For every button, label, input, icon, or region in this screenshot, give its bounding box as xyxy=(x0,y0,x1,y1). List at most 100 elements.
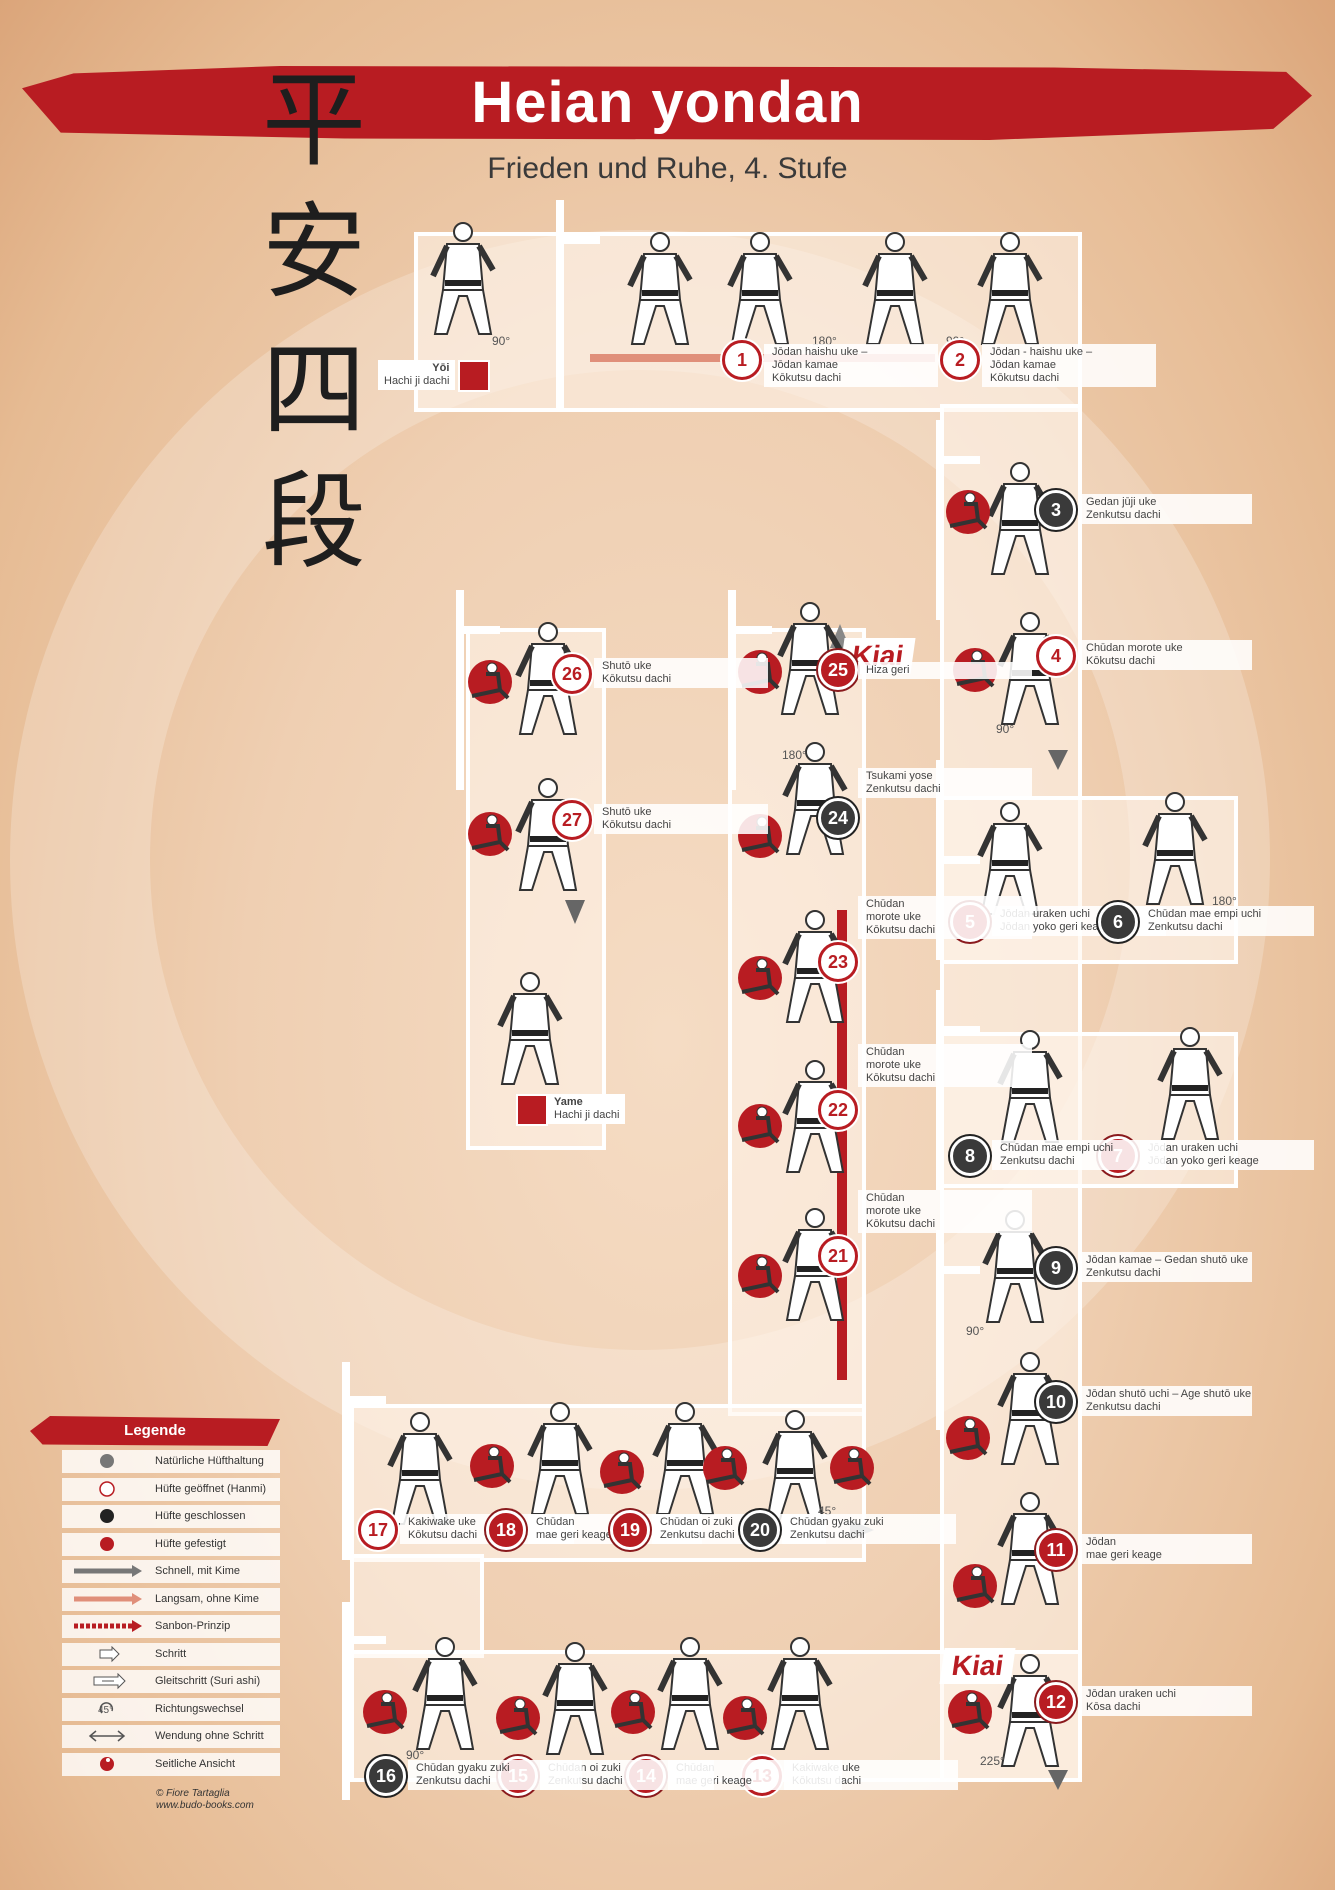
step-label-line: Chūdan xyxy=(866,1046,905,1058)
legend-title: Legende xyxy=(30,1416,280,1446)
end-label: Yame Hachi ji dachi xyxy=(548,1094,626,1124)
legend-item-step: Schritt xyxy=(62,1642,280,1666)
step-label-line: Kōkutsu dachi xyxy=(866,1218,936,1230)
natural-hip-icon xyxy=(100,1454,114,1468)
angle-note: 90° xyxy=(996,722,1015,736)
step-label-line: Kakiwake uke xyxy=(408,1516,476,1528)
step-label-line: Chūdan xyxy=(536,1516,575,1528)
panel-center-column xyxy=(728,628,866,1416)
step-badge-20: 20 xyxy=(740,1510,780,1550)
step-label-line: Chūdan gyaku zuki xyxy=(790,1516,884,1528)
legend-item-hip-open: Hüfte geöffnet (Hanmi) xyxy=(62,1477,280,1501)
legend-item-label: Gleitschritt (Suri ashi) xyxy=(155,1675,261,1687)
legend-item-label: Seitliche Ansicht xyxy=(155,1757,236,1770)
title-banner xyxy=(22,66,1312,140)
step-label-line: Chūdan mae empi uchi xyxy=(1148,908,1262,920)
step-label-25: Hiza geri xyxy=(858,662,1032,679)
angle-note: 90° xyxy=(966,1324,985,1338)
page-subtitle: Frieden und Ruhe, 4. Stufe xyxy=(487,152,848,185)
step-label-line: Jōdan yoko geri keage xyxy=(1148,1155,1259,1167)
step-badge-22: 22 xyxy=(818,1090,858,1130)
sliding-step-icon xyxy=(93,1673,126,1690)
panel-steps-26-27 xyxy=(466,628,606,1150)
legend-item-label: Hüfte gefestigt xyxy=(155,1537,226,1550)
kanji-hei: 平 xyxy=(262,59,367,181)
step-label-line: Chūdan xyxy=(866,1192,905,1204)
step-label-line: Gedan jūji uke xyxy=(1086,496,1157,508)
step-label-line: Zenkutsu dachi xyxy=(866,783,941,795)
step-label-line: Kōkutsu dachi xyxy=(602,819,672,831)
step-label-line: Zenkutsu dachi xyxy=(1086,1401,1161,1413)
step-badge-26: 26 xyxy=(552,654,592,694)
step-label-line: Kōkutsu dachi xyxy=(866,924,936,936)
turn-without-step-icon xyxy=(88,1730,126,1742)
step-label-line: Jōdan shutō uchi – Age shutō uke xyxy=(1086,1388,1252,1400)
step-label-line: Chūdan xyxy=(866,898,905,910)
end-stance: Hachi ji dachi xyxy=(554,1109,620,1121)
step-label-line: Jōdan kamae – Gedan shutō uke xyxy=(1086,1254,1249,1266)
step-label-line: Jōdan uraken uchi xyxy=(1148,1142,1238,1154)
page-title: Heian yondan xyxy=(471,70,864,135)
hip-closed-icon xyxy=(100,1509,114,1523)
legend-item-label: Natürliche Hüfthaltung xyxy=(155,1455,264,1467)
step-label-line: Tsukami yose xyxy=(866,770,933,782)
legend-item-hip-closed: Hüfte geschlossen xyxy=(62,1505,280,1528)
side-view-icon xyxy=(100,1756,114,1771)
step-badge-9: 9 xyxy=(1036,1248,1076,1288)
step-badge-24: 24 xyxy=(818,798,858,838)
step-label-line: morote uke xyxy=(866,1205,922,1217)
hip-fixed-icon xyxy=(100,1536,114,1551)
kanji-dan: 段 xyxy=(262,461,367,583)
legend-item-label: Wendung ohne Schritt xyxy=(155,1730,264,1742)
step-label-line: Jōdan kamae xyxy=(990,359,1057,371)
step-badge-4: 4 xyxy=(1036,636,1076,676)
step-label-line: Jōdan kamae xyxy=(772,359,839,371)
step-label-line: Jōdan - haishu uke – xyxy=(990,346,1093,358)
angle-note: 90° xyxy=(492,334,511,348)
legend-item-side-view: Seitliche Ansicht xyxy=(62,1752,280,1776)
angle-note: 225° xyxy=(980,1754,1005,1768)
legend-item-direction-change: Richtungswechsel xyxy=(62,1697,280,1721)
legend-item-sliding-step: Gleitschritt (Suri ashi) xyxy=(62,1670,280,1693)
copyright-author: © Fiore Tartaglia xyxy=(156,1788,230,1799)
step-label-line: Chūdan gyaku zuki xyxy=(416,1762,510,1774)
kanji-yon: 四 xyxy=(262,329,367,451)
step-label-line: Shutō uke xyxy=(602,806,652,818)
legend-item-label: Sanbon-Prinzip xyxy=(155,1620,231,1632)
step-label-line: Hiza geri xyxy=(866,664,910,676)
legend-item-hip-fixed: Hüfte gefestigt xyxy=(62,1532,280,1556)
step-label-line: Kōkutsu dachi xyxy=(1086,655,1156,667)
hip-open-icon xyxy=(99,1480,115,1497)
fast-with-kime-icon xyxy=(74,1565,142,1577)
legend-angle-example: 45° xyxy=(98,1705,114,1716)
step-label-line: Zenkutsu dachi xyxy=(1086,509,1161,521)
step-badge-2: 2 xyxy=(940,340,980,380)
step-label-line: Zenkutsu dachi xyxy=(1148,921,1223,933)
start-stance: Hachi ji dachi xyxy=(384,375,450,387)
step-label-line: Kōkutsu dachi xyxy=(772,372,842,384)
copyright: © Fiore Tartaglia www.budo-books.com xyxy=(156,1788,254,1812)
step-badge-1: 1 xyxy=(722,340,762,380)
legend-item-natural-hip: Natürliche Hüfthaltung xyxy=(62,1450,280,1473)
legend-item-label: Langsam, ohne Kime xyxy=(155,1592,259,1605)
step-badge-27: 27 xyxy=(552,800,592,840)
step-label-line: Chūdan mae empi uchi xyxy=(1000,1142,1114,1154)
angle-note: 180° xyxy=(1212,894,1237,908)
angle-note: 90° xyxy=(406,1748,425,1762)
step-label-line: Kōsa dachi xyxy=(1086,1701,1141,1713)
legend-item-turn-without-step: Wendung ohne Schritt xyxy=(62,1725,280,1748)
step-label-line: Chūdan oi zuki xyxy=(660,1516,733,1528)
end-name: Yame xyxy=(554,1096,583,1108)
step-badge-19: 19 xyxy=(610,1510,650,1550)
start-label: Yōi Hachi ji dachi xyxy=(378,360,456,390)
panel-left-connector xyxy=(350,1554,484,1658)
legend-item-label: Hüfte geöffnet (Hanmi) xyxy=(155,1482,267,1495)
